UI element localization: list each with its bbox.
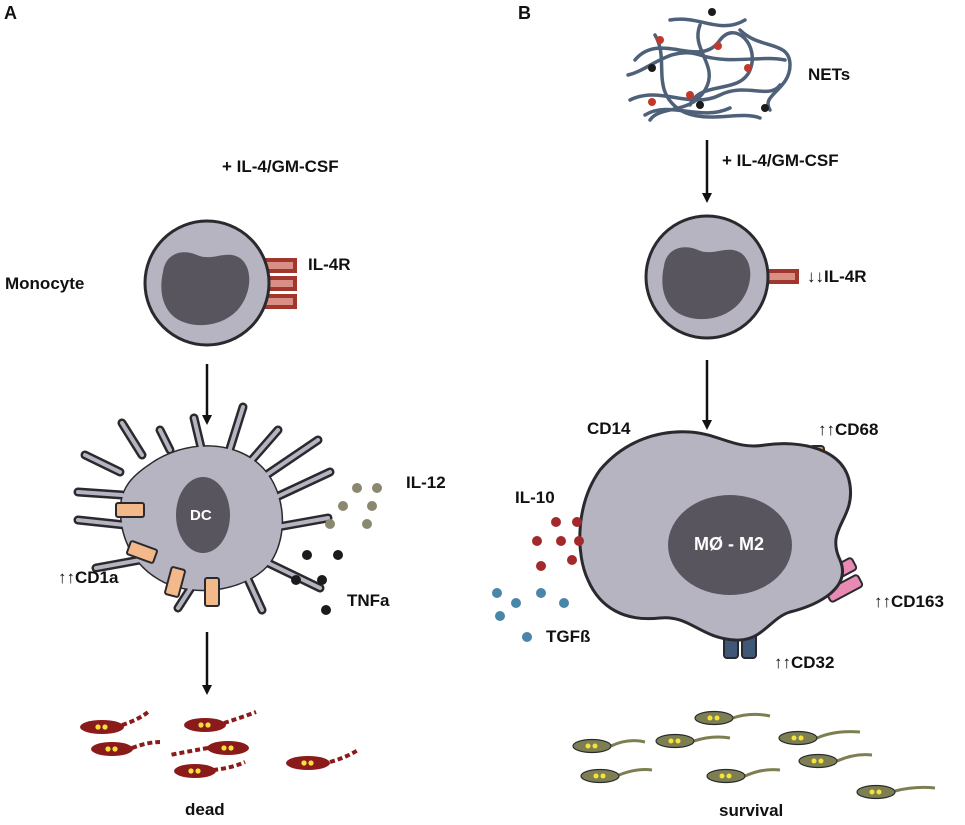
- dead-parasites: [80, 710, 360, 778]
- tgfb-cytokine-dots: [492, 588, 569, 642]
- parasite-icon: [286, 748, 360, 770]
- surviving-parasites: [572, 710, 936, 800]
- il4r-label: IL-4R: [308, 255, 351, 274]
- cd32-label: ↑↑CD32: [774, 653, 835, 672]
- parasite-icon: [778, 730, 861, 746]
- cd1a-receptor-icon: [115, 502, 220, 607]
- parasite-icon: [706, 768, 781, 784]
- macrophage-nucleus: [668, 495, 792, 595]
- il10-label: IL-10: [515, 488, 555, 507]
- il4r-down-label: ↓↓IL-4R: [807, 267, 867, 286]
- cd68-label: ↑↑CD68: [818, 420, 879, 439]
- monocyte-icon: [143, 219, 297, 347]
- tgfb-label: TGFß: [546, 627, 591, 646]
- parasite-icon: [655, 733, 731, 749]
- parasite-icon: [80, 710, 150, 734]
- panel-b-stimulus: + IL-4/GM-CSF: [722, 151, 839, 170]
- macrophage-label: MØ - M2: [694, 534, 764, 554]
- cd1a-label: ↑↑CD1a: [58, 568, 119, 587]
- il4r-receptor-icon: [263, 258, 297, 309]
- monocyte-label: Monocyte: [5, 274, 85, 293]
- il12-cytokine-dots: [325, 483, 382, 529]
- cd14-label: CD14: [587, 419, 631, 438]
- tnfa-label: TNFa: [347, 591, 390, 610]
- parasite-icon: [856, 784, 936, 800]
- parasite-icon: [580, 768, 653, 784]
- panel-b-letter: B: [518, 3, 531, 23]
- parasite-icon: [174, 760, 246, 778]
- panel-a-letter: A: [4, 3, 17, 23]
- parasite-icon: [91, 740, 161, 756]
- il12-label: IL-12: [406, 473, 446, 492]
- parasite-icon: [169, 741, 249, 757]
- survival-label: survival: [719, 801, 784, 820]
- nets-icon: [626, 17, 792, 122]
- dc-nucleus: [176, 477, 230, 553]
- cd163-label: ↑↑CD163: [874, 592, 944, 611]
- nets-granules: [648, 8, 769, 112]
- parasite-icon: [572, 738, 646, 754]
- il10-cytokine-dots: [532, 517, 584, 571]
- nets-label: NETs: [808, 65, 851, 84]
- monocyte-icon: [644, 214, 799, 340]
- dc-label: DC: [190, 507, 212, 524]
- parasite-icon: [694, 710, 771, 726]
- panel-a-stimulus: + IL-4/GM-CSF: [222, 157, 339, 176]
- parasite-icon: [798, 753, 873, 769]
- tnfa-cytokine-dots: [291, 550, 343, 615]
- parasite-icon: [184, 710, 257, 732]
- dead-label: dead: [185, 800, 225, 819]
